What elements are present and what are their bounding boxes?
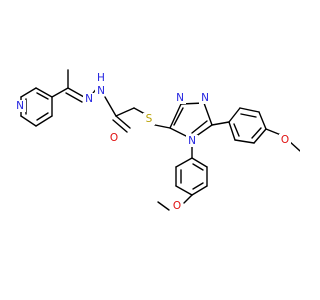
nh-nitrogen: H N xyxy=(95,72,107,97)
atom-symbol: H xyxy=(97,72,105,84)
atom-symbol: N xyxy=(16,100,24,112)
carbonyl-oxygen: O xyxy=(108,132,120,144)
atom-symbol: O xyxy=(281,134,289,146)
atom-symbol: O xyxy=(173,200,181,212)
bond-layer xyxy=(20,69,300,211)
triazole-nitrogen-4: N xyxy=(186,135,198,147)
triazole-nitrogen-2: N xyxy=(199,92,211,104)
methoxy-oxygen-bottom: O xyxy=(171,200,183,212)
imine-nitrogen: N xyxy=(83,93,95,105)
triazole-nitrogen-1: N xyxy=(174,92,186,104)
methoxy-oxygen-right: O xyxy=(279,134,291,146)
molecule-structure: N N H N O S N N N xyxy=(14,69,300,212)
atom-symbol: O xyxy=(110,132,118,144)
atom-symbol: N xyxy=(176,92,184,104)
sulfur-atom: S xyxy=(143,113,155,125)
atom-symbol: N xyxy=(188,135,196,147)
atom-symbol: S xyxy=(146,113,153,125)
atom-symbol: N xyxy=(97,85,105,97)
pyridine-nitrogen: N xyxy=(14,100,26,112)
atom-symbol: N xyxy=(85,93,93,105)
atom-symbol: N xyxy=(201,92,209,104)
atom-label-layer: N N H N O S N N N xyxy=(14,72,291,212)
